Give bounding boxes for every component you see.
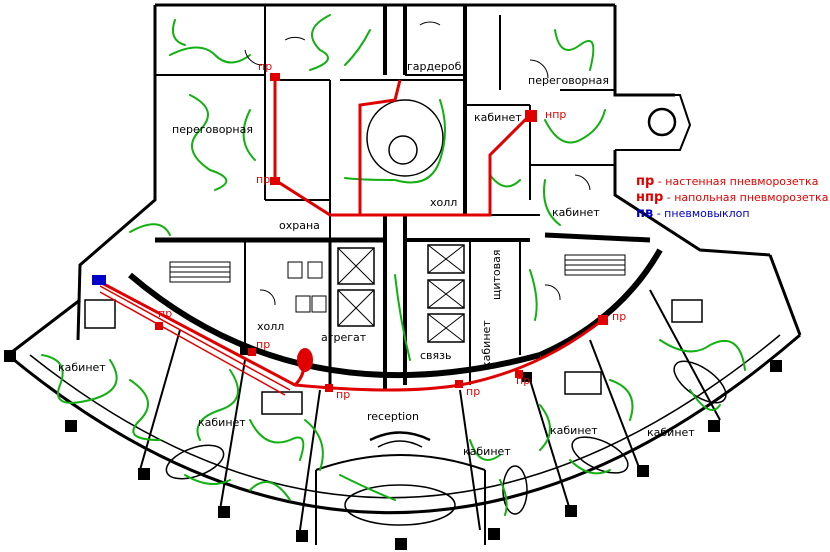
room-label-kabinet-shaft: кабинет xyxy=(480,320,493,368)
legend-code: нпр xyxy=(636,190,664,205)
room-label-kabinet-center: кабинет xyxy=(474,111,522,124)
legend-text: - пневмовыклоп xyxy=(653,207,750,220)
room-label-svyaz: связь xyxy=(420,349,451,362)
room-label-kabinet-left2: кабинет xyxy=(198,416,246,429)
outlet-label-pr: пр xyxy=(516,374,530,387)
outlet-marker xyxy=(270,177,280,185)
outlet-marker xyxy=(515,370,523,378)
legend-code: пв xyxy=(636,206,654,221)
outlet-label-npr: нпр xyxy=(545,108,566,121)
room-label-ohrana: охрана xyxy=(279,219,320,232)
outlet-marker xyxy=(455,380,463,388)
floor-outlet-marker xyxy=(525,110,537,122)
outlet-labels: пр пр нпр пр пр пр пр пр пр xyxy=(158,60,626,401)
outlet-markers xyxy=(92,73,608,392)
room-label-kabinet-far-left: кабинет xyxy=(58,361,106,374)
outlet-marker xyxy=(248,348,256,356)
exhaust-marker xyxy=(92,275,106,285)
room-label-kabinet-right: кабинет xyxy=(552,206,600,219)
outlet-marker xyxy=(270,73,280,81)
outlet-marker xyxy=(155,322,163,330)
interior-walls xyxy=(84,5,727,545)
room-label-kabinet-mid: кабинет xyxy=(463,445,511,458)
outlet-label-pr: пр xyxy=(258,60,272,73)
room-labels: гардероб переговорная переговорная кабин… xyxy=(58,60,695,458)
room-label-peregovornaya-left: переговорная xyxy=(172,123,253,136)
outlet-marker xyxy=(325,384,333,392)
outlet-label-pr: пр xyxy=(612,310,626,323)
outlet-marker xyxy=(598,315,608,325)
room-label-reception: reception xyxy=(367,410,419,423)
outlet-label-pr: пр xyxy=(256,173,270,186)
outlet-label-pr: пр xyxy=(256,338,270,351)
room-label-kabinet-far-right: кабинет xyxy=(647,426,695,439)
room-label-gardarob: гардероб xyxy=(407,60,462,73)
outer-walls xyxy=(7,3,802,515)
room-label-kabinet-right2: кабинет xyxy=(550,424,598,437)
legend-item-exhaust: пв - пневмовыклоп xyxy=(636,206,828,222)
legend-text: - напольная пневморозетка xyxy=(663,191,829,204)
airflow-paths xyxy=(41,14,746,516)
room-label-holl-left: холл xyxy=(257,320,284,333)
room-label-peregovornaya-top: переговорная xyxy=(528,74,609,87)
legend-item-floor-outlet: нпр - напольная пневморозетка xyxy=(636,190,828,206)
outlet-label-pr: пр xyxy=(336,388,350,401)
legend-text: - настенная пневморозетка xyxy=(654,175,819,188)
room-label-agregat: агрегат xyxy=(321,331,367,344)
room-label-holl-top: холл xyxy=(430,196,457,209)
legend-code: пр xyxy=(636,174,655,189)
aggregate-unit xyxy=(297,348,313,372)
doors xyxy=(244,21,591,306)
columns xyxy=(4,345,782,550)
outlet-label-pr: пр xyxy=(158,307,172,320)
legend-item-wall-outlet: пр - настенная пневморозетка xyxy=(636,174,828,190)
legend: пр - настенная пневморозетка нпр - напол… xyxy=(636,174,828,222)
outlet-label-pr: пр xyxy=(466,385,480,398)
room-label-shitovaya: щитовая xyxy=(490,250,503,301)
